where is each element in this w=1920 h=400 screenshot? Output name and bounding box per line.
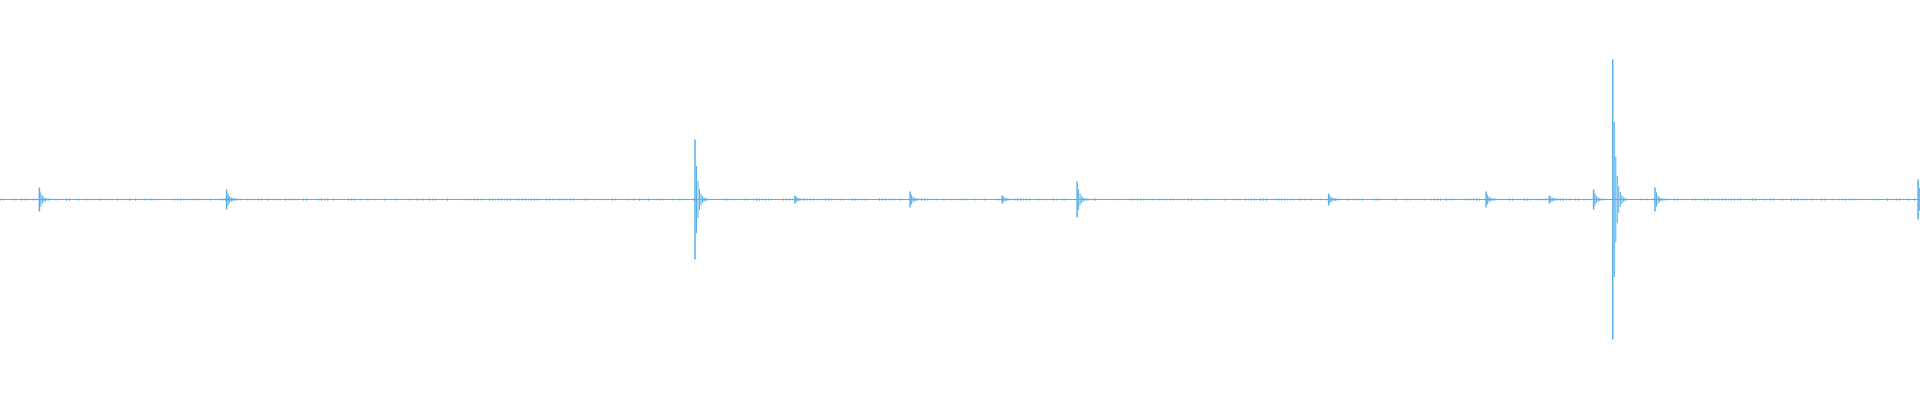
waveform-spikes <box>38 59 1920 340</box>
waveform-noise <box>0 197 1918 202</box>
